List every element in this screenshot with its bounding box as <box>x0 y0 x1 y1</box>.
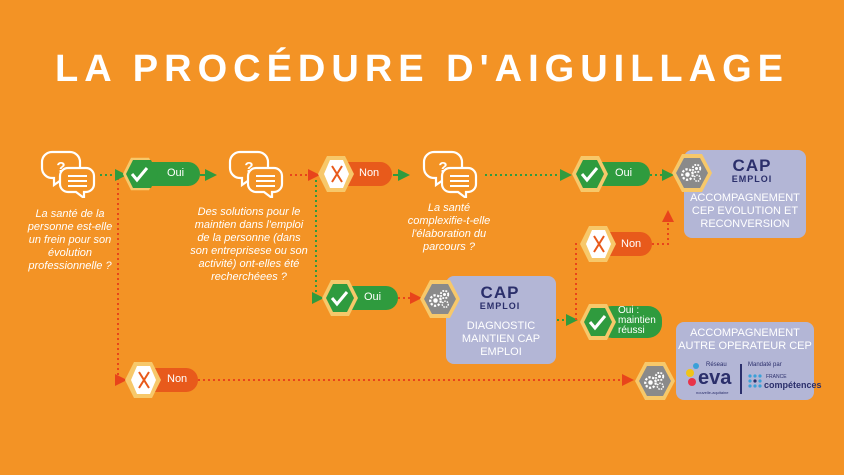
eva-reseau: Réseau <box>706 362 727 368</box>
question-1: La santé de la personne est-elle un frei… <box>27 208 113 272</box>
label-oui-2: Oui <box>615 167 633 179</box>
answer-oui-2 <box>572 156 650 192</box>
connector-branch-non <box>575 243 580 320</box>
question-bubble-icon <box>422 150 478 198</box>
answer-oui-3 <box>322 280 398 316</box>
cap-logo-big: CAP <box>732 156 772 175</box>
card-diag-text: DIAGNOSTIC MAINTIEN CAP EMPLOI <box>461 320 541 358</box>
answer-oui-maintien <box>580 304 662 340</box>
question-3: La santé complexifie-t-elle l'élaboratio… <box>407 202 491 253</box>
card-cep-text: ACCOMPAGNEMENT CEP EVOLUTION ET RECONVER… <box>690 192 800 230</box>
card-autre <box>676 322 814 400</box>
france-competences-icon <box>748 374 762 388</box>
label-oui-maintien: Oui : maintien réussi <box>618 305 656 336</box>
eva-logo: Réseau eva nouvelle-aquitaine <box>682 360 740 396</box>
connector-non-cep <box>652 210 674 245</box>
label-non-1: Non <box>359 167 380 179</box>
answer-oui-1 <box>122 157 200 191</box>
cap-emploi-logo: CAP EMPLOI <box>470 284 530 311</box>
question-bubble-icon <box>40 150 96 198</box>
answer-non-3 <box>125 362 198 398</box>
cap-emploi-logo: CAP EMPLOI <box>722 157 782 184</box>
cap-logo-small: EMPLOI <box>479 301 521 311</box>
france-label: FRANCE <box>766 374 787 380</box>
label-non-3: Non <box>167 373 188 385</box>
connector-q1-non <box>115 178 127 386</box>
label-non-2: Non <box>621 238 642 250</box>
answer-non-2 <box>580 226 652 262</box>
mandate-label: Mandaté par <box>748 362 782 368</box>
connector-q2-oui <box>312 180 324 304</box>
question-bubble-icon <box>228 150 284 198</box>
france-competences-logo: Mandaté par FRANCE compétences <box>744 362 822 396</box>
question-2: Des solutions pour le maintien dans l'em… <box>190 206 308 283</box>
eva-sub: nouvelle-aquitaine <box>696 390 729 395</box>
eva-dots-icon <box>686 363 699 386</box>
competences-label: compétences <box>764 380 822 390</box>
card-diag <box>446 276 556 364</box>
cap-logo-small: EMPLOI <box>731 174 773 184</box>
card-autre-text: ACCOMPAGNEMENT AUTRE OPERATEUR CEP <box>678 327 812 352</box>
connectors <box>100 169 674 386</box>
eva-name: eva <box>698 367 732 389</box>
logo-divider <box>740 364 742 394</box>
cap-logo-big: CAP <box>480 283 520 302</box>
page-title: LA PROCÉDURE D'AIGUILLAGE <box>55 48 789 90</box>
label-oui-3: Oui <box>364 291 382 303</box>
label-oui-1: Oui <box>167 167 185 179</box>
answer-non-1 <box>318 156 392 192</box>
